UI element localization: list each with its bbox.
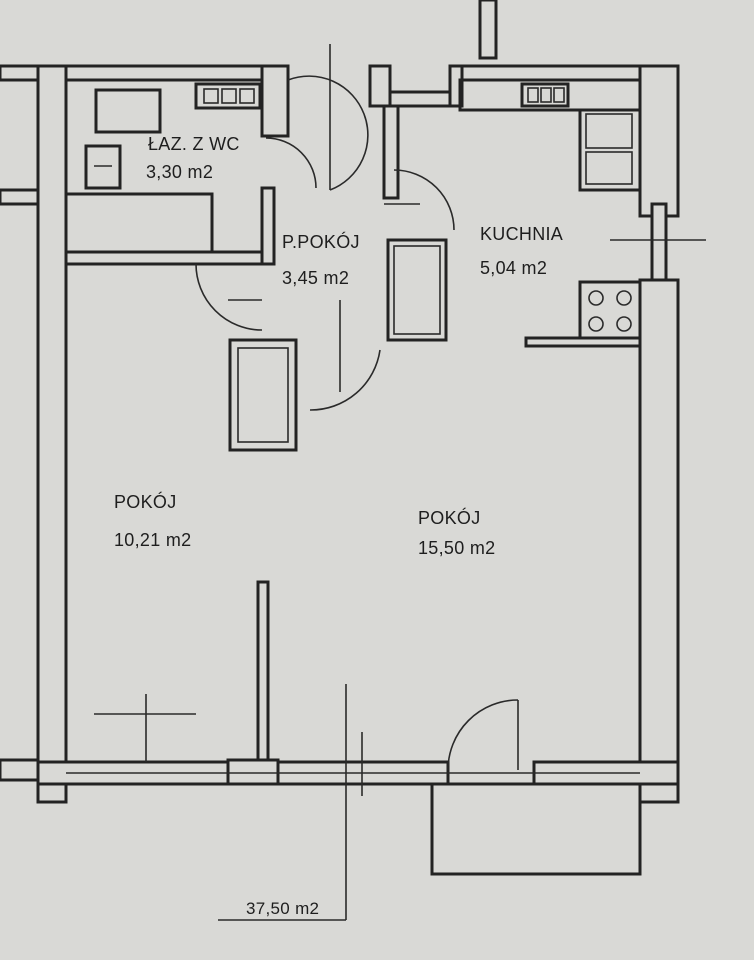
wall-bath-right-upper	[260, 64, 290, 138]
entry-door-swing	[287, 75, 369, 191]
bathroom-fixtures	[64, 82, 262, 254]
bath-cabinet-a	[203, 88, 219, 104]
hall-wardrobe-inner	[237, 347, 289, 443]
hall-door-swing	[195, 263, 263, 331]
stove	[578, 280, 642, 340]
wall-top-bath	[64, 64, 290, 82]
wall-top-corridor	[388, 90, 454, 108]
hall-fixtures	[195, 44, 455, 452]
wall-top-hall	[368, 64, 392, 108]
wall-right-window	[650, 202, 668, 282]
kitchen-sink-unit	[578, 108, 642, 192]
kitchen-vent-b	[540, 87, 552, 103]
washbasin	[84, 144, 122, 190]
room-area: 5,04 m2	[480, 258, 547, 278]
kitchen-sink-b	[585, 151, 633, 185]
walls	[0, 0, 680, 804]
bath-cabinet-b	[221, 88, 237, 104]
room-name: KUCHNIA	[480, 224, 563, 244]
hall-wardrobe	[228, 338, 298, 452]
window-sill	[226, 758, 280, 786]
kitchen-vent	[520, 82, 570, 108]
wall-left-column	[36, 64, 68, 804]
wall-neighbor-bottom	[0, 758, 40, 782]
wall-right-lower	[638, 278, 680, 804]
kitchen-vent-c	[553, 87, 565, 103]
room-labels: ŁAZ. Z WC 3,30 m2 P.POKÓJ 3,45 m2 KUCHNI…	[114, 134, 563, 918]
room-area: 15,50 m2	[418, 538, 495, 558]
kitchen-door-swing	[309, 349, 381, 411]
bath-cabinet	[194, 82, 262, 110]
hall-cabinet	[386, 238, 448, 342]
stove-burner	[588, 290, 604, 306]
room-name: POKÓJ	[114, 491, 177, 512]
bath-door-swing	[265, 137, 317, 189]
kitchen-counter-top	[458, 78, 642, 112]
stove-burner	[588, 316, 604, 332]
stove-burner	[616, 316, 632, 332]
wall-north-stub	[478, 0, 498, 60]
wall-hall-kitchen	[382, 104, 400, 200]
room-name: ŁAZ. Z WC	[148, 134, 240, 154]
wall-neighbor-top	[0, 188, 40, 206]
kitchen-vent-a	[527, 87, 539, 103]
balcony	[430, 782, 642, 876]
kitchen-fixtures	[458, 78, 706, 340]
room-area: 3,30 m2	[146, 162, 213, 182]
room-name: P.POKÓJ	[282, 231, 360, 252]
hall-cabinet-inner	[393, 245, 441, 335]
bath-storage	[64, 192, 214, 254]
wall-right	[638, 64, 680, 218]
balcony-door-swing	[447, 699, 519, 771]
total-area-label: 37,50 m2	[246, 899, 319, 918]
room-area: 3,45 m2	[282, 268, 349, 288]
wall-bath-bottom	[64, 250, 268, 266]
wall-room-partition	[256, 580, 270, 764]
bathtub	[94, 88, 162, 134]
corridor-arc	[393, 169, 455, 231]
room-name: POKÓJ	[418, 507, 481, 528]
room-area: 10,21 m2	[114, 530, 191, 550]
stove-burner	[616, 290, 632, 306]
openings	[66, 203, 642, 921]
wall-bath-right	[260, 186, 276, 266]
bath-cabinet-c	[239, 88, 255, 104]
kitchen-sink-a	[585, 113, 633, 149]
